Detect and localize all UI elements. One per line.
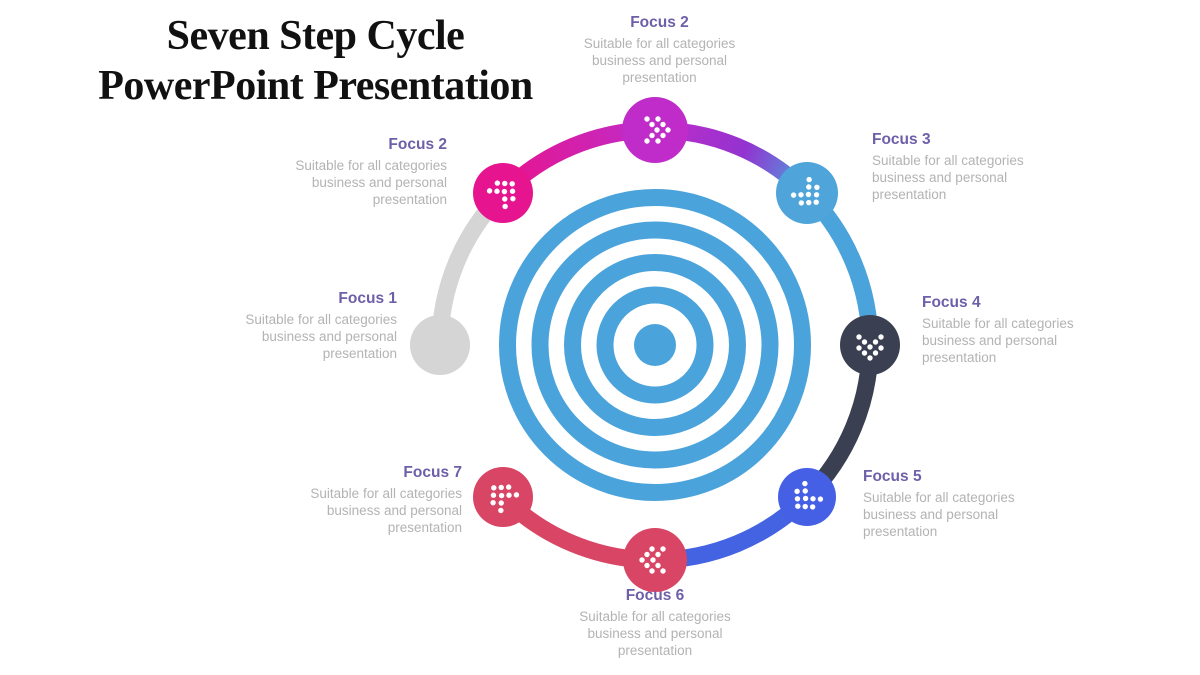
focus-5-label-block: Focus 5 Suitable for all categories busi… <box>863 468 1068 541</box>
slide-title-line2: PowerPoint Presentation <box>98 62 533 109</box>
focus-1-label-block: Focus 1 Suitable for all categories busi… <box>197 290 397 363</box>
focus-6-label-block: Focus 6 Suitable for all categories busi… <box>557 587 753 660</box>
focus-7-label-block: Focus 7 Suitable for all categories busi… <box>262 464 462 537</box>
target-ring-1 <box>596 286 714 404</box>
target-center-dot <box>634 324 676 366</box>
focus-3-title: Focus 3 <box>872 131 931 148</box>
focus-7-title: Focus 7 <box>403 464 462 481</box>
target-ring-4 <box>499 189 811 501</box>
focus-3-description: Suitable for all categories business and… <box>872 153 1024 202</box>
focus-2-top-label-block: Focus 2 Suitable for all categories busi… <box>562 14 757 87</box>
focus-6-title: Focus 6 <box>625 587 685 604</box>
focus-5-title: Focus 5 <box>863 468 922 485</box>
target-ring-3 <box>531 221 779 469</box>
focus-1-node <box>410 315 470 375</box>
focus-4-title: Focus 4 <box>922 294 981 311</box>
focus-4-label-block: Focus 4 Suitable for all categories busi… <box>922 294 1127 367</box>
focus-2-top-title: Focus 2 <box>630 14 689 31</box>
focus-7-description: Suitable for all categories business and… <box>310 486 462 535</box>
slide-title: Seven Step Cycle PowerPoint Presentation <box>28 12 603 111</box>
focus-2-title: Focus 2 <box>388 136 447 153</box>
focus-2-label-block: Focus 2 Suitable for all categories busi… <box>247 136 447 209</box>
target-ring-2 <box>564 254 746 436</box>
focus-4-description: Suitable for all categories business and… <box>922 316 1074 365</box>
focus-3-label-block: Focus 3 Suitable for all categories busi… <box>872 131 1077 204</box>
slide-title-line1: Seven Step Cycle <box>166 13 465 59</box>
focus-2-description: Suitable for all categories business and… <box>295 158 447 207</box>
focus-2-top-description: Suitable for all categories business and… <box>583 36 736 85</box>
target-rings <box>499 189 811 501</box>
focus-6-description: Suitable for all categories business and… <box>579 609 731 658</box>
focus-5-description: Suitable for all categories business and… <box>863 490 1015 539</box>
focus-1-description: Suitable for all categories business and… <box>245 312 397 361</box>
focus-1-title: Focus 1 <box>338 290 397 307</box>
